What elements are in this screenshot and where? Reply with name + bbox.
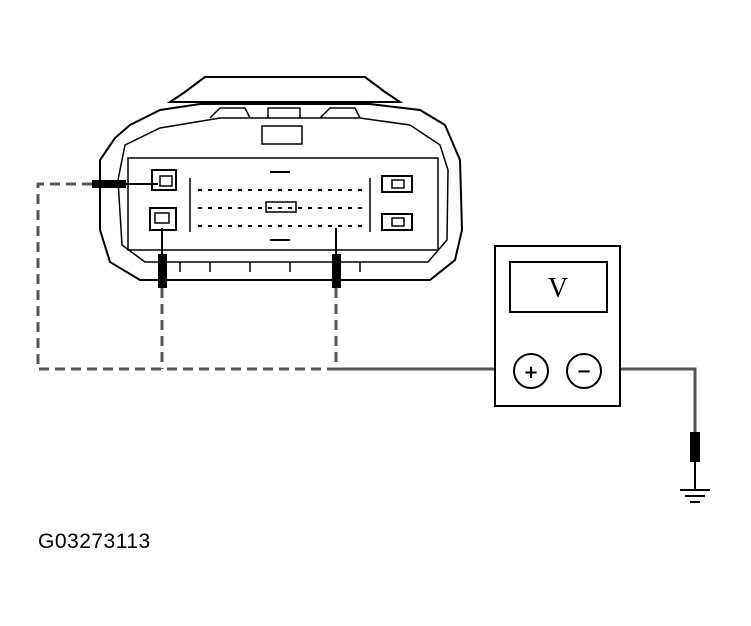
meter-display-label: V: [548, 273, 568, 304]
probe-icon: [92, 180, 158, 188]
plus-terminal: [513, 353, 549, 389]
voltmeter-icon: V + −: [494, 245, 621, 407]
plus-symbol: +: [523, 362, 538, 383]
meter-lead: [336, 367, 697, 432]
dashed-wire: [36, 182, 338, 371]
minus-symbol: −: [576, 361, 591, 382]
probe-icon: [158, 228, 341, 288]
figure-id: G03273113: [38, 530, 151, 553]
ground-icon: [680, 432, 710, 503]
connector-icon: [99, 76, 464, 281]
minus-terminal: [566, 353, 602, 389]
